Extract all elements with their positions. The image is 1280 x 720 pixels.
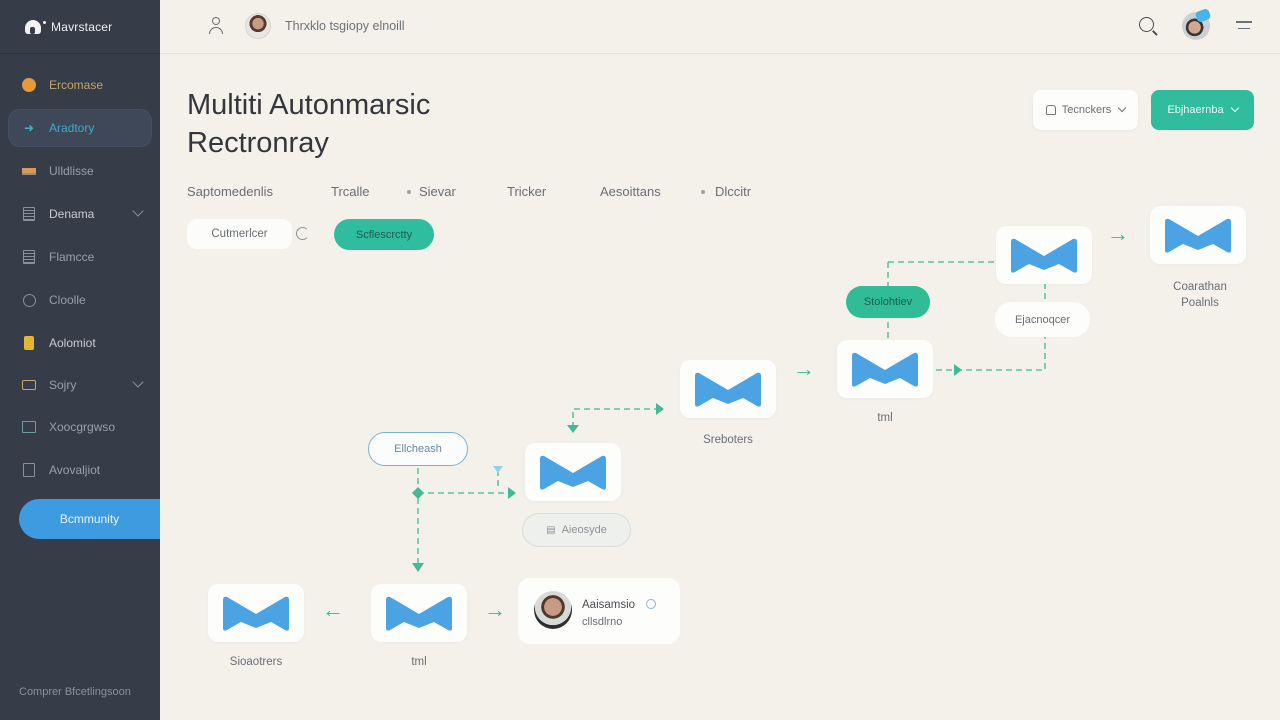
primary-button-label: Ebjhaernba (1167, 104, 1224, 116)
tickers-label: Tecnckers (1061, 104, 1112, 116)
sidebar-item-avovaljiot[interactable]: Avovaljiot (8, 451, 152, 489)
loading-spinner-icon (296, 227, 309, 240)
chevron-down-icon (1230, 103, 1239, 113)
flow-node-upper[interactable] (996, 226, 1092, 284)
folder-yellow-icon (21, 336, 37, 350)
brand-logo-icon (24, 18, 46, 36)
node-label: tml (411, 656, 427, 668)
node-label: Sreboters (703, 434, 753, 446)
tray-icon (21, 164, 37, 178)
note-icon: ▤ (546, 524, 556, 536)
sidebar-item-cloolle[interactable]: Cloolle (8, 281, 152, 319)
arrow-right-icon: → (793, 356, 815, 381)
filter-pill[interactable]: Cutmerlcer (187, 219, 292, 249)
card-icon (21, 378, 37, 392)
arrow-right-icon: → (484, 597, 506, 622)
gray-pill-label: Aieosyde (561, 524, 607, 536)
arrow-right-icon: → (1107, 221, 1129, 246)
page-title: Multiti Autonmarsic Rectronray (187, 86, 547, 162)
avatar[interactable] (245, 13, 271, 39)
agent-avatar (534, 591, 572, 629)
green-status-pill[interactable]: Stolohtiev (846, 286, 930, 318)
tab-dlccitr[interactable]: Dlccitr (715, 184, 752, 199)
sidebar-footer[interactable]: Comprer Bfcetlingsoon (19, 686, 131, 698)
mail-logo-icon (1165, 218, 1231, 253)
node-label: tml (877, 412, 893, 424)
profile-avatar[interactable] (1182, 7, 1212, 40)
document-icon (21, 207, 37, 221)
notification-badge-icon (1194, 7, 1212, 24)
gray-pill[interactable]: ▤ Aieosyde (522, 513, 631, 547)
page-title-line2: Rectronray (187, 127, 329, 159)
clock-icon (21, 293, 37, 307)
agent-name: Aaisamsio (582, 599, 636, 611)
tab-trcalle[interactable]: Trcalle (331, 184, 370, 199)
menu-icon[interactable] (1236, 21, 1252, 31)
mail-logo-icon (386, 596, 452, 631)
node-label-line2: Poalnls (1181, 297, 1219, 309)
mail-logo-icon (695, 372, 761, 407)
mail-logo-icon (223, 596, 289, 631)
topbar-title: Thrxklo tsgiopy elnoill (285, 19, 405, 33)
document-icon (21, 250, 37, 264)
box-icon (21, 420, 37, 434)
sidebar-item-ulldlisse[interactable]: Ulldlisse (8, 152, 152, 190)
flow-node-center[interactable] (525, 443, 621, 501)
sidebar: Mavrstacer Ercomase ➜ Aradtory Ulldlisse… (0, 0, 160, 720)
user-icon[interactable] (209, 17, 223, 35)
sidebar-item-xoocgrgwso[interactable]: Xoocgrgwso (8, 408, 152, 446)
tab-tricker[interactable]: Tricker (507, 184, 547, 199)
sidebar-item-aradtory[interactable]: ➜ Aradtory (8, 109, 152, 147)
community-button[interactable]: Bcmmunity (19, 499, 160, 539)
flow-node-tml[interactable] (371, 584, 467, 642)
chevron-down-icon (132, 205, 144, 217)
mail-logo-icon (852, 352, 918, 387)
mail-logo-icon (1011, 238, 1077, 273)
sidebar-item-ercomase[interactable]: Ercomase (8, 66, 152, 104)
tab-dot (407, 190, 411, 194)
brand[interactable]: Mavrstacer (0, 0, 160, 54)
chevron-down-icon (1118, 103, 1127, 113)
flow-node-sreboters[interactable] (680, 360, 776, 418)
node-label-line1: Coarathan (1173, 281, 1227, 293)
outline-pill[interactable]: Ellcheash (368, 432, 468, 466)
arrow-left-icon: ← (322, 597, 344, 622)
page-title-line1: Multiti Autonmarsic (187, 89, 431, 121)
brand-name: Mavrstacer (51, 19, 113, 34)
flow-node-tml-2[interactable] (837, 340, 933, 398)
node-label: Sioaotrers (229, 656, 283, 668)
tab-aesoittans[interactable]: Aesoittans (600, 184, 661, 199)
agent-subtitle: cllsdlrno (582, 616, 623, 628)
sidebar-item-flamcce[interactable]: Flamcce (8, 238, 152, 276)
tab-sievar[interactable]: Sievar (419, 184, 456, 199)
primary-dropdown-button[interactable]: Ebjhaernba (1151, 90, 1254, 130)
sidebar-item-denama[interactable]: Denama (8, 195, 152, 233)
flow-node-sioaotrers[interactable] (208, 584, 304, 642)
flow-node-coarathan[interactable] (1150, 206, 1246, 264)
topbar: Thrxklo tsgiopy elnoill (160, 0, 1280, 54)
white-pill[interactable]: Ejacnoqcer (995, 302, 1090, 337)
node-label: Coarathan Poalnls (1150, 281, 1250, 309)
tab-dot (701, 190, 705, 194)
agent-card[interactable]: Aaisamsio cllsdlrno (518, 578, 680, 644)
home-icon (1045, 105, 1056, 115)
coin-icon (21, 78, 37, 92)
tab-saptomedenlis[interactable]: Saptomedenlis (187, 184, 273, 199)
tickers-dropdown[interactable]: Tecnckers (1033, 90, 1138, 130)
mail-logo-icon (540, 455, 606, 490)
search-icon[interactable] (1139, 17, 1159, 37)
sidebar-item-sojry[interactable]: Sojry (8, 366, 152, 404)
sidebar-item-aolomiot[interactable]: Aolomiot (8, 324, 152, 362)
file-icon (21, 463, 37, 477)
active-filter-pill[interactable]: Scflescrctty (334, 219, 434, 250)
handshake-icon: ➜ (23, 121, 35, 135)
gear-icon[interactable] (646, 599, 656, 609)
chevron-down-icon (132, 376, 144, 388)
